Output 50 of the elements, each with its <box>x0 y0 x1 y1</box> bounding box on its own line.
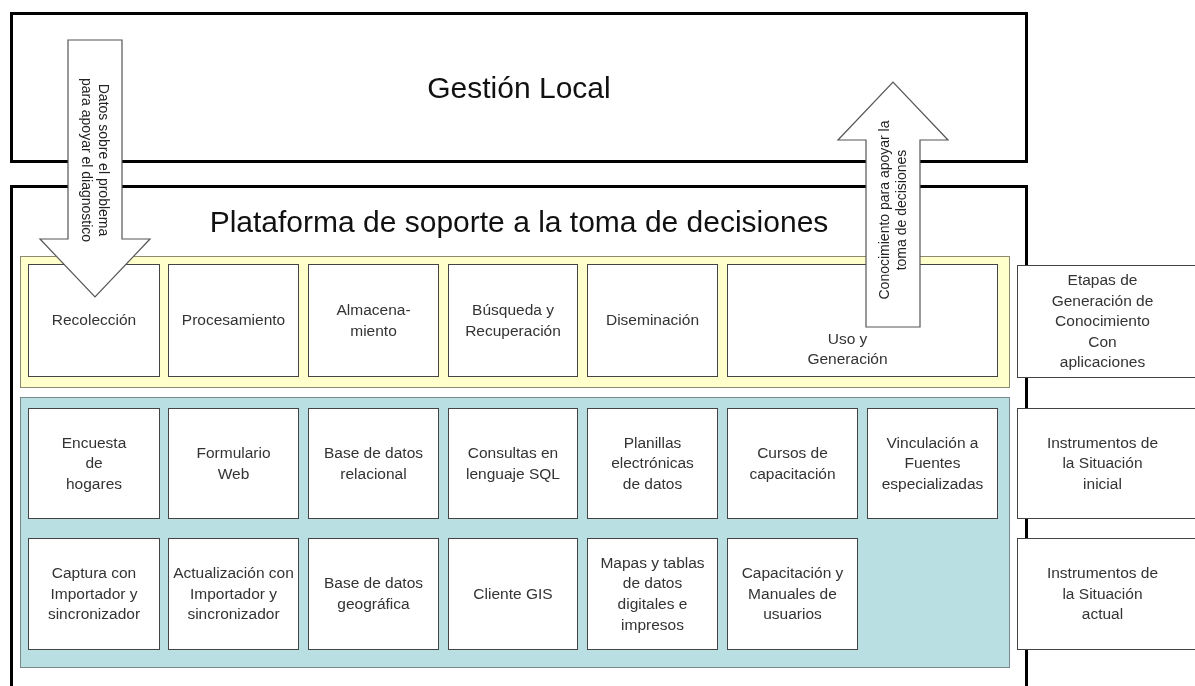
process-box <box>587 538 718 650</box>
box-label: Base de datos geográfica <box>322 573 425 614</box>
box-label: Vinculación a Fuentes especializadas <box>880 432 985 494</box>
process-box <box>448 538 578 650</box>
process-box <box>448 408 578 519</box>
process-box <box>168 264 299 377</box>
process-box <box>168 408 299 519</box>
process-box <box>727 408 858 519</box>
process-box <box>308 264 439 377</box>
box-label: Base de datos relacional <box>322 442 425 484</box>
box-label: Procesamiento <box>181 310 286 331</box>
box-label: Etapas de Generación de Conocimiento Con aplicaciones <box>1050 269 1155 373</box>
box-label: Capacitación y Manuales de usuarios <box>740 563 845 625</box>
box-label: Captura con Importador y sincronizador <box>46 563 142 625</box>
band <box>20 397 1010 668</box>
edge-label: Datos sobre el problema para apoyar el diagnostico <box>78 76 113 245</box>
heading: Plataforma de soporte a la toma de decisiones <box>209 204 829 240</box>
box-label: Recolección <box>51 310 137 331</box>
box-label: Encuesta de hogares <box>60 432 128 494</box>
row-header-box <box>1017 265 1195 378</box>
box-label: Formulario Web <box>196 442 271 484</box>
box-label: Búsqueda y Recuperación <box>464 299 562 341</box>
process-box <box>28 538 160 650</box>
process-box <box>308 538 439 650</box>
edge-label: Conocimiento para apoyar la toma de decisiones <box>875 120 910 300</box>
box-label: Actualización con Importador y sincronizador <box>173 563 294 625</box>
process-box <box>168 538 299 650</box>
box-label: Cursos de capacitación <box>748 442 837 484</box>
box-label: Instrumentos de la Situación inicial <box>1046 432 1159 494</box>
block-arrow <box>836 81 950 328</box>
process-box <box>28 408 160 519</box>
box-label: Consultas en lenguaje SQL <box>465 442 561 484</box>
box-label: Cliente GIS <box>473 583 553 604</box>
box-label: Uso y Generación <box>807 328 888 370</box>
row-header-box <box>1017 538 1195 650</box>
row-header-box <box>1017 408 1195 519</box>
process-box <box>308 408 439 519</box>
process-box <box>448 264 578 377</box>
process-box <box>727 538 858 650</box>
process-box <box>587 408 718 519</box>
process-box <box>28 264 160 377</box>
box-label: Diseminación <box>605 310 699 331</box>
block-arrow <box>38 39 152 298</box>
box-label: Mapas y tablas de datos digitales e impresos <box>599 552 706 635</box>
process-box <box>867 408 998 519</box>
box-label: Almacena- miento <box>335 299 412 341</box>
box-label: Planillas electrónicas de datos <box>610 432 695 494</box>
box-label: Instrumentos de la Situación actual <box>1046 563 1159 625</box>
heading: Gestión Local <box>427 69 611 106</box>
process-box <box>587 264 718 377</box>
